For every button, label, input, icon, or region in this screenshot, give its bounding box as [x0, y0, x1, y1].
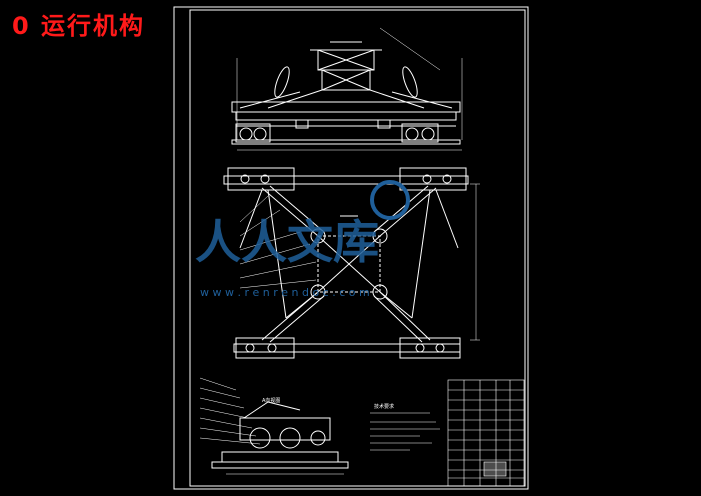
watermark-logo: 人人文库 w w w . r e n r e n d o c . c o m [195, 180, 410, 299]
sheet-inner-border [189, 9, 526, 487]
front-view [231, 27, 463, 151]
detail-view-label: A向视图 [262, 397, 280, 404]
watermark-url: w w w . r e n r e n d o c . c o m [200, 286, 370, 299]
title-block [447, 379, 525, 487]
detail-view [199, 377, 349, 475]
sheet-border [173, 6, 529, 490]
technical-notes [370, 412, 440, 451]
page-title: 0 运行机构 [12, 12, 146, 40]
plan-view [223, 167, 480, 359]
technical-requirements-heading: 技术要求 [374, 403, 394, 410]
watermark-text: 人人文库 [195, 215, 379, 269]
